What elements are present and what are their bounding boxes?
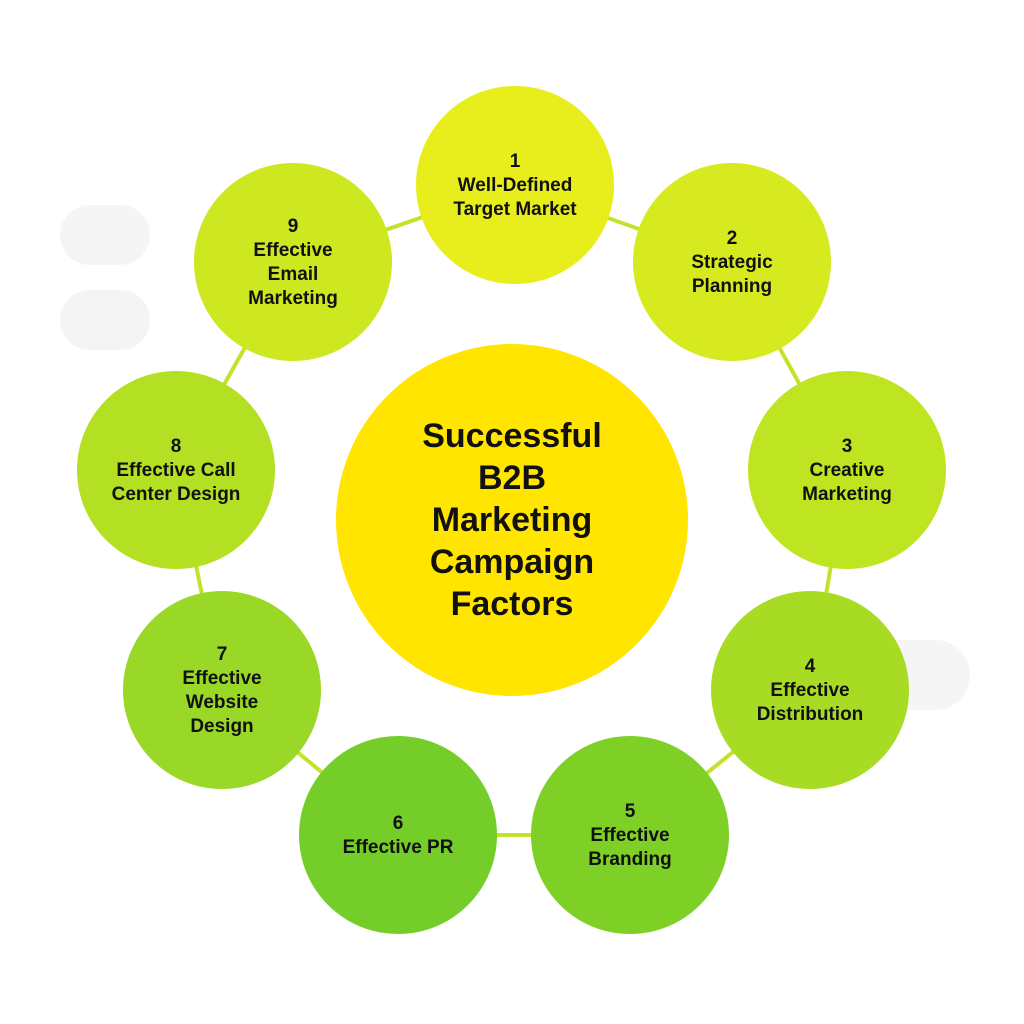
factor-number: 7 <box>217 644 228 665</box>
factor-number: 5 <box>625 801 636 822</box>
factor-circle <box>194 163 392 361</box>
factor-circle <box>711 591 909 789</box>
factor-label: Center Design <box>112 484 241 505</box>
factor-number: 2 <box>727 228 738 249</box>
factor-label: Website <box>186 692 259 713</box>
center-circle <box>336 344 688 696</box>
factor-label: Effective <box>253 240 332 261</box>
factor-label: Effective PR <box>343 837 454 858</box>
factor-label: Effective <box>770 680 849 701</box>
factor-circle <box>416 86 614 284</box>
factor-label: Effective <box>590 825 669 846</box>
factor-label: Effective <box>182 668 261 689</box>
factor-label: Planning <box>692 276 772 297</box>
factor-circle <box>123 591 321 789</box>
factor-number: 8 <box>171 436 182 457</box>
factor-label: Target Market <box>453 199 577 220</box>
factor-number: 3 <box>842 436 853 457</box>
factor-circle <box>299 736 497 934</box>
center-title-line: Campaign <box>430 543 594 581</box>
factor-label: Marketing <box>248 288 338 309</box>
factor-label: Distribution <box>757 704 864 725</box>
connector-ring <box>173 182 850 837</box>
center-title-line: Successful <box>422 417 602 455</box>
factor-label: Effective Call <box>116 460 235 481</box>
factor-label: Design <box>190 716 253 737</box>
connector-line <box>173 182 850 837</box>
factor-label: Well-Defined <box>458 175 573 196</box>
center-title-line: Factors <box>451 585 574 623</box>
factor-circle <box>748 371 946 569</box>
factor-circle <box>77 371 275 569</box>
factor-number: 9 <box>288 216 299 237</box>
factor-label: Email <box>268 264 319 285</box>
factor-circle <box>531 736 729 934</box>
factor-number: 1 <box>510 151 521 172</box>
factor-number: 4 <box>805 656 816 677</box>
center-title-line: Marketing <box>432 501 593 539</box>
factor-label: Creative <box>810 460 885 481</box>
factor-circle <box>633 163 831 361</box>
center-title-line: B2B <box>478 459 546 497</box>
factor-label: Branding <box>588 849 671 870</box>
factor-number: 6 <box>393 813 404 834</box>
factor-label: Strategic <box>691 252 773 273</box>
factor-label: Marketing <box>802 484 892 505</box>
